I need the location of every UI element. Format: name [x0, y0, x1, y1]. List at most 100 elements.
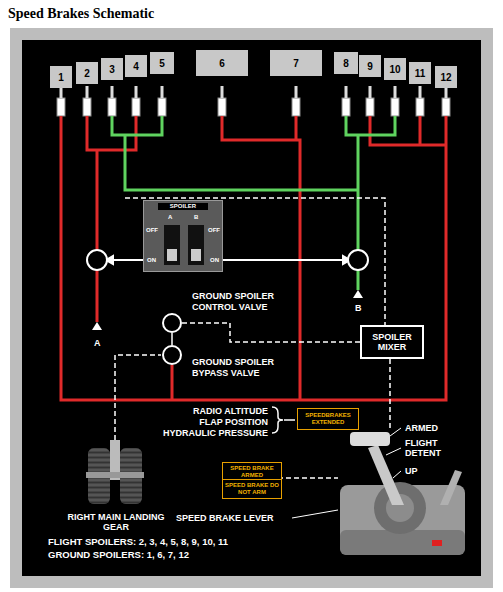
actuator [57, 86, 450, 116]
switch-slot [188, 225, 204, 265]
actuator [419, 86, 422, 98]
spoiler-text: 10 [389, 64, 400, 75]
text-label: FLIGHT DETENT [405, 438, 450, 458]
actuator [132, 98, 140, 116]
leader-line [390, 428, 401, 436]
node-spoiler: 4 [125, 55, 147, 77]
leader-line [393, 471, 401, 478]
spoiler-text: 1 [58, 72, 64, 83]
hydraulic-line-red [370, 116, 446, 145]
amber-text: SPEEDBRAKES EXTENDED [298, 412, 358, 426]
node-spoiler: 6 [196, 50, 248, 76]
node-spoiler: 7 [270, 50, 322, 76]
panel-text: ON [210, 257, 219, 264]
speed-brake-lever-illustration [350, 432, 390, 446]
node-panel: SPOILER A B OFF ON OFF ON [143, 200, 223, 272]
actuator [369, 86, 372, 98]
panel-text: SPOILER [158, 203, 208, 210]
panel-ground [22, 40, 481, 576]
panel-text: B [194, 214, 198, 221]
valve [348, 250, 368, 270]
text-label: A [94, 338, 101, 348]
actuator [442, 98, 450, 116]
bracket [284, 419, 295, 421]
actuator [345, 86, 348, 98]
mixer-text: SPOILER MIXER [362, 332, 422, 352]
actuator [342, 98, 350, 116]
amber-text: SPEED BRAKE DO NOT ARM [223, 482, 281, 496]
switch-wire [223, 259, 350, 261]
text-label: GROUND SPOILERS: 1, 6, 7, 12 [48, 550, 189, 560]
spoiler-text: 6 [219, 58, 225, 69]
switch-knob [167, 249, 177, 261]
node-spoiler: 11 [409, 62, 431, 84]
text-label: FLIGHT SPOILERS: 2, 3, 4, 5, 8, 9, 10, 1… [48, 537, 228, 547]
actuator [158, 98, 166, 116]
signal-line-dashed [115, 355, 161, 440]
switch-slot [164, 225, 180, 265]
leader-line [292, 428, 401, 518]
node-valve: GROUND SPOILER BYPASS VALVE [162, 345, 182, 365]
actuator [86, 86, 89, 98]
panel-text: ON [147, 257, 156, 264]
hydraulic-line-red [96, 150, 99, 322]
text-label: RIGHT MAIN LANDING GEAR [66, 512, 166, 532]
actuator [57, 98, 65, 116]
node-amber: SPEEDBRAKES EXTENDED [297, 408, 359, 430]
valve [87, 250, 368, 270]
valve-text: GROUND SPOILER CONTROL VALVE [192, 291, 287, 313]
spoiler-text: 7 [293, 58, 299, 69]
panel-text: OFF [146, 227, 158, 234]
speed-brake-lever-illustration [340, 432, 465, 555]
spoiler-text: 2 [84, 68, 90, 79]
landing-gear-illustration [86, 472, 144, 478]
node-spoiler: 3 [101, 58, 123, 80]
speed-brake-lever-illustration [374, 482, 426, 534]
panel-text: OFF [208, 227, 220, 234]
node-spoiler: 1 [50, 66, 72, 88]
actuator [218, 98, 226, 116]
spoiler-text: 11 [415, 68, 426, 79]
signal-line-dashed [389, 359, 391, 428]
node-spoiler: 10 [384, 58, 406, 80]
signal-line-dashed [278, 477, 338, 479]
text-label: SPEED BRAKE LEVER [176, 513, 274, 523]
pressure-arrow [92, 322, 102, 330]
actuator [394, 86, 397, 98]
node-spoiler: 12 [435, 66, 457, 88]
text-label: B [355, 303, 362, 313]
node-amber: SPEED BRAKE DO NOT ARM [222, 479, 282, 499]
spoiler-text: 5 [159, 58, 165, 69]
hydraulic-line-red [61, 116, 446, 400]
speed-brake-lever-illustration [432, 540, 442, 546]
node-mixer: SPOILER MIXER [360, 325, 424, 359]
hydraulic-line-red [171, 365, 174, 400]
bracket [272, 407, 283, 433]
actuator [108, 98, 116, 116]
text-label: ARMED [405, 423, 438, 433]
node-spoiler: 8 [334, 52, 358, 74]
spoiler-text: 8 [343, 58, 349, 69]
hydraulic-line-green [346, 116, 395, 290]
actuator [366, 98, 374, 116]
switch-knob [191, 249, 201, 261]
valve-text: GROUND SPOILER BYPASS VALVE [192, 357, 287, 379]
signal-line-dashed [115, 198, 390, 478]
leader-line [386, 448, 401, 455]
text-label: FLAP POSITION [150, 417, 268, 427]
landing-gear-illustration [86, 440, 144, 504]
panel-text: A [168, 214, 172, 221]
text-label: UP [405, 466, 418, 476]
pressure-arrow [353, 290, 363, 298]
hydraulic-line-red [61, 116, 446, 400]
spoiler-text: 4 [133, 61, 139, 72]
speed-brake-lever-illustration [440, 470, 462, 505]
actuator [295, 86, 298, 98]
actuator [135, 86, 138, 98]
hydraulic-line-green [112, 116, 358, 190]
actuator [221, 86, 224, 98]
spoiler-text: 3 [109, 64, 115, 75]
node-spoiler: 2 [76, 62, 98, 84]
bracket [272, 407, 295, 433]
frame [10, 28, 493, 588]
